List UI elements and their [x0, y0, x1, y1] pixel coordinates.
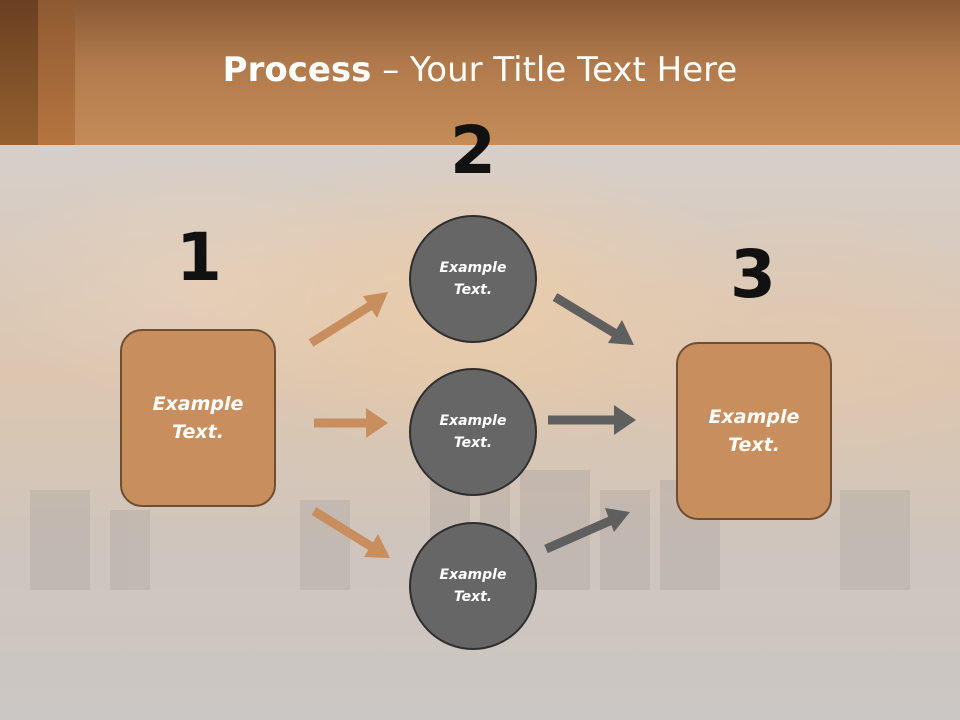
arrow-box1-to-circle-top: [308, 292, 388, 347]
step-2-circle-top[interactable]: Example Text.: [409, 215, 537, 343]
circle-bottom-label: Example Text.: [439, 566, 507, 605]
step-3-box-label: Example Text.: [708, 405, 800, 457]
step-1-box-label: Example Text.: [152, 392, 244, 444]
step-number-3: 3: [730, 236, 776, 313]
title-bold-part: Process: [222, 50, 372, 90]
step-1-box[interactable]: Example Text.: [120, 329, 276, 507]
header-accent-strip-light: [38, 0, 75, 145]
arrow-circle-top-to-box3: [552, 293, 634, 345]
arrow-circle-middle-to-box3: [548, 405, 636, 435]
slide-title: Process – Your Title Text Here: [0, 50, 960, 90]
step-number-1: 1: [176, 219, 222, 296]
slide-header: [0, 0, 960, 145]
header-accent-strip-dark: [0, 0, 38, 145]
step-3-box[interactable]: Example Text.: [676, 342, 832, 520]
step-number-2: 2: [450, 112, 496, 189]
circle-top-label: Example Text.: [439, 259, 507, 298]
arrow-box1-to-circle-middle: [314, 408, 388, 438]
circle-middle-label: Example Text.: [439, 412, 507, 451]
title-text: Your Title Text Here: [410, 50, 738, 90]
arrow-circle-bottom-to-box3: [544, 508, 630, 554]
step-2-circle-middle[interactable]: Example Text.: [409, 368, 537, 496]
step-2-circle-bottom[interactable]: Example Text.: [409, 522, 537, 650]
title-separator: –: [371, 50, 411, 90]
arrow-box1-to-circle-bottom: [311, 507, 390, 558]
